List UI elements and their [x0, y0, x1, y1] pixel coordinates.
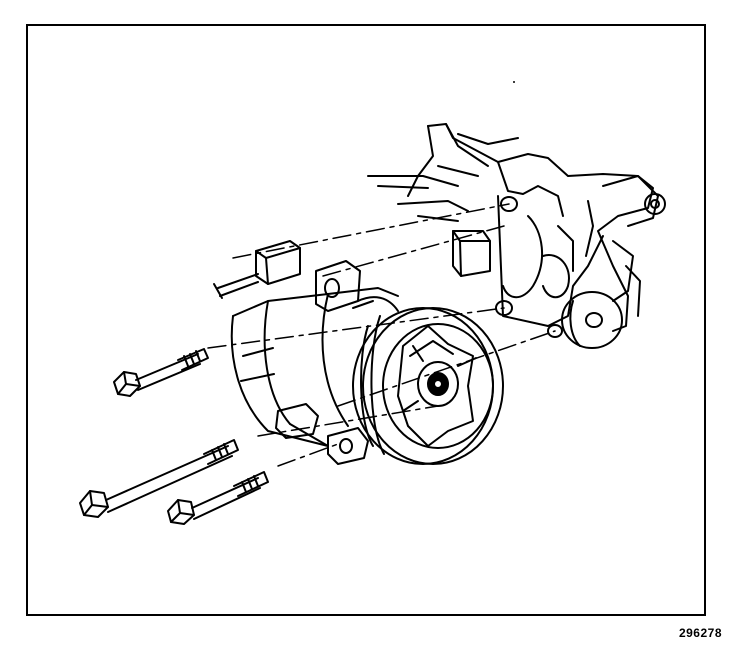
compressor-mounting-drawing	[79, 81, 666, 525]
figure-number: 296278	[678, 626, 722, 640]
speck	[513, 81, 515, 83]
alignment-lines	[207, 203, 556, 467]
mounting-bracket-icon	[367, 123, 666, 349]
bolt-icon	[79, 348, 269, 525]
ac-compressor-icon	[213, 240, 504, 465]
bolt-lower-right	[167, 471, 269, 525]
bolt-lower-left	[79, 439, 239, 518]
diagram-frame	[26, 24, 706, 616]
bolt-upper	[113, 348, 209, 397]
